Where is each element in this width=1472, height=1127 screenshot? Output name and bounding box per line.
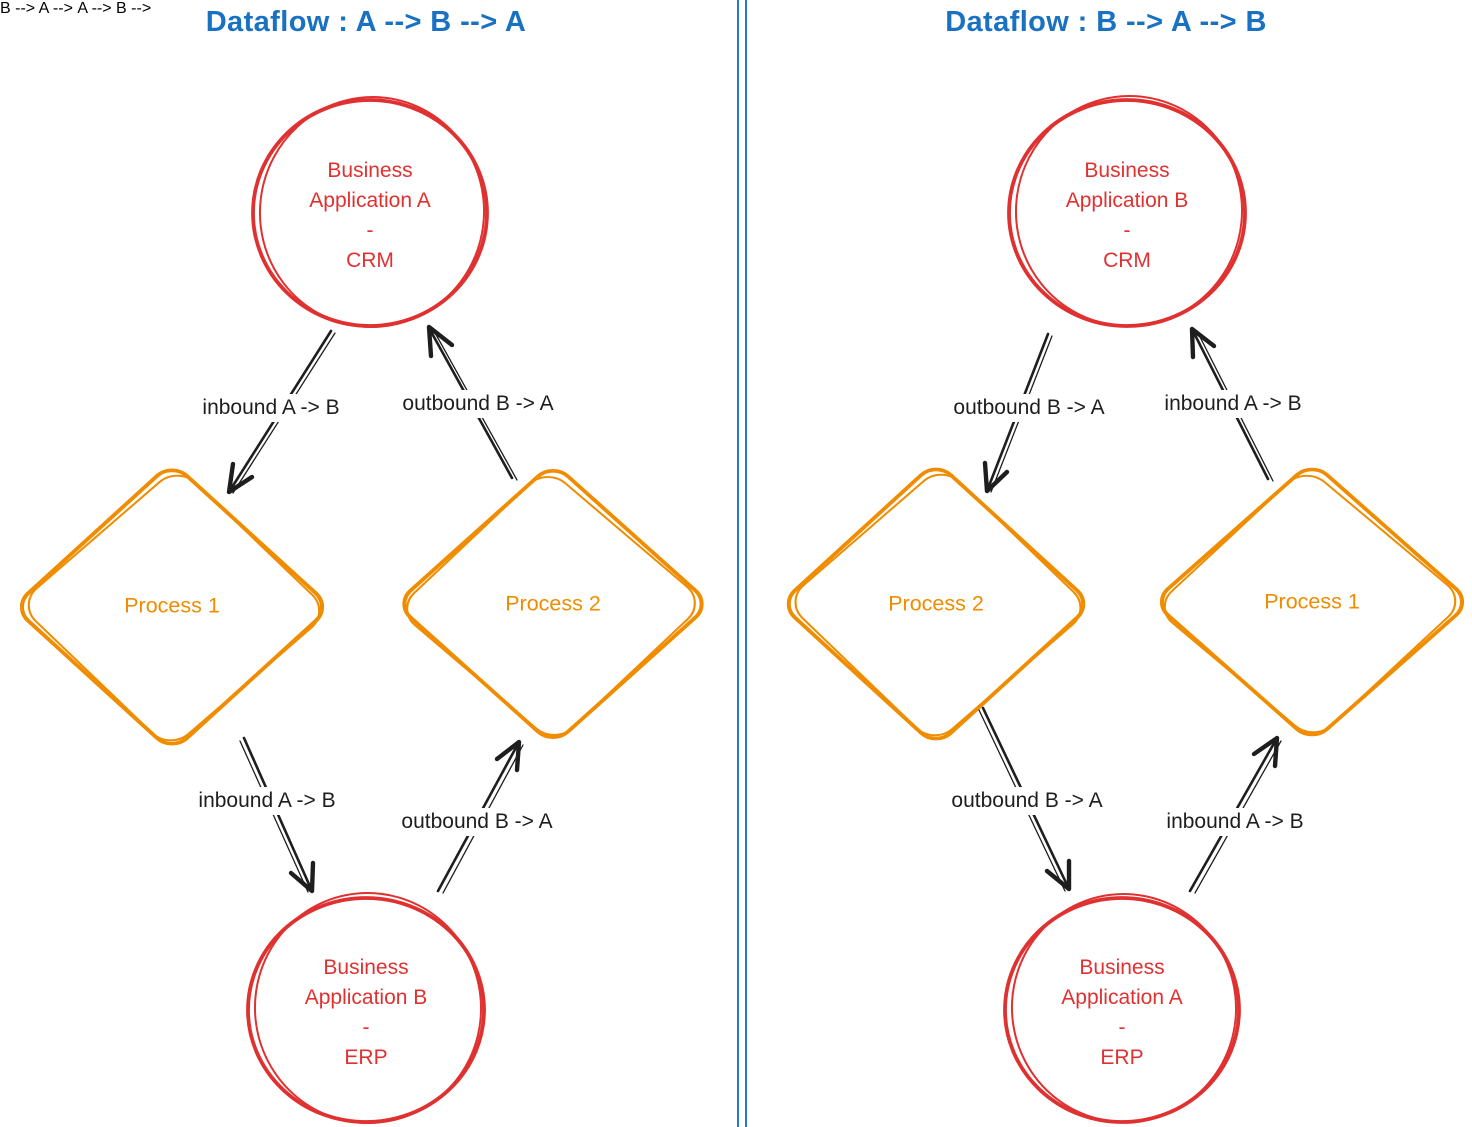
separator: - [1123, 219, 1131, 242]
app-node-top-label: Business Application A - CRM [283, 156, 458, 276]
system-name: ERP [1100, 1046, 1144, 1069]
system-name: ERP [344, 1046, 388, 1069]
separator: - [362, 1016, 370, 1039]
dataflow-diagram-left [19, 96, 704, 1124]
app-name: Business Application A [309, 159, 431, 212]
app-circle-top [1007, 95, 1247, 328]
edge-label-bottom-left: outbound B -> A [945, 787, 1109, 815]
process-diamond-left [19, 468, 325, 746]
app-name: Business Application B [1065, 159, 1189, 212]
panel-a-b-a: Dataflow : A --> B --> A [0, 0, 732, 1127]
arrow-bottom-left [239, 736, 316, 894]
app-name: Business Application B [304, 956, 428, 1009]
edge-label-top-left: inbound A -> B [196, 394, 346, 422]
process-right-label: Process 1 [1264, 589, 1360, 614]
edge-label-bottom-right: inbound A -> B [1160, 808, 1310, 836]
process-left-label: Process 1 [124, 593, 220, 618]
edge-label-top-left: outbound B -> A [947, 394, 1111, 422]
edge-label-bottom-right: outbound B -> A [395, 808, 559, 836]
edge-label-top-right: outbound B -> A [396, 390, 560, 418]
panel-divider-line [737, 0, 747, 1127]
app-node-top-label: Business Application B - CRM [1040, 156, 1215, 276]
process-diamond-left [786, 467, 1086, 741]
edge-label-top-right: inbound A -> B [1158, 390, 1308, 418]
panel-title: Dataflow : B --> A --> B [945, 6, 1267, 38]
app-node-bottom-label: Business Application B - ERP [279, 953, 454, 1073]
panel-title: Dataflow : A --> B --> A [205, 6, 527, 38]
process-left-label: Process 2 [888, 591, 984, 616]
process-diamond-right [402, 468, 704, 740]
app-circle-bottom [246, 892, 486, 1124]
system-name: CRM [1103, 249, 1151, 272]
separator: - [366, 219, 374, 242]
app-circle-top [251, 96, 489, 328]
process-right-label: Process 2 [505, 591, 601, 616]
separator: - [1118, 1016, 1126, 1039]
panel-b-a-b: Dataflow : B --> A --> B [740, 0, 1472, 1127]
edge-label-bottom-left: inbound A -> B [192, 787, 342, 815]
app-circle-bottom [1003, 893, 1241, 1124]
system-name: CRM [346, 249, 394, 272]
app-node-bottom-label: Business Application A - ERP [1035, 953, 1210, 1073]
app-name: Business Application A [1061, 956, 1183, 1009]
process-diamond-right [1159, 467, 1465, 737]
